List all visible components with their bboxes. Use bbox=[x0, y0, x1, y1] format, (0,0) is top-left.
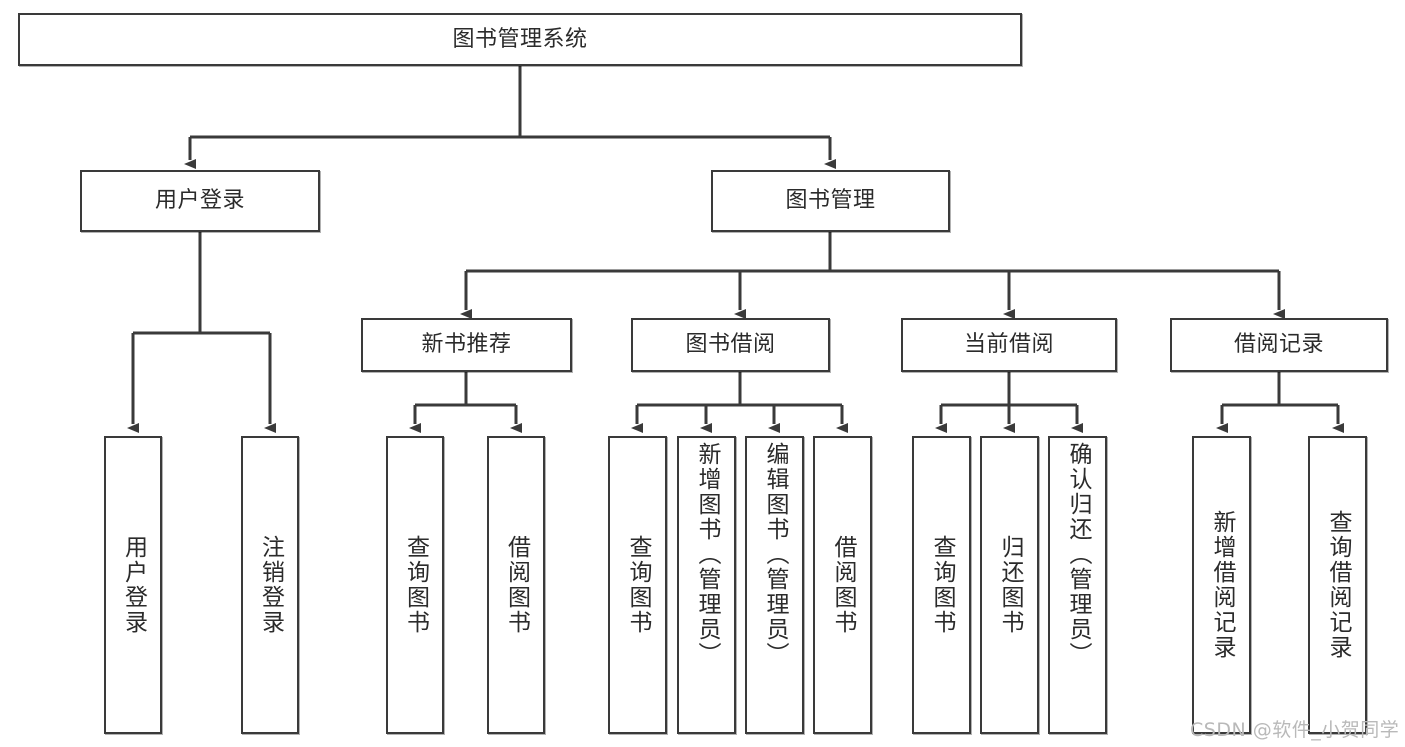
node-leaf-edit-book-admin[interactable]: 编辑图书（管理员） bbox=[745, 436, 804, 734]
node-user-login[interactable]: 用户登录 bbox=[80, 170, 320, 232]
node-book-borrow[interactable]: 图书借阅 bbox=[631, 318, 830, 372]
node-root-label: 图书管理系统 bbox=[452, 26, 588, 52]
node-new-book-recommend-label: 新书推荐 bbox=[421, 332, 512, 358]
node-current-borrow-label: 当前借阅 bbox=[963, 332, 1054, 358]
node-user-login-label: 用户登录 bbox=[154, 188, 245, 214]
node-new-book-recommend[interactable]: 新书推荐 bbox=[361, 318, 572, 372]
node-leaf-logout-label: 注销登录 bbox=[257, 535, 284, 635]
node-leaf-query-book-2[interactable]: 查询图书 bbox=[608, 436, 667, 734]
node-leaf-borrow-book-2[interactable]: 借阅图书 bbox=[813, 436, 872, 734]
node-book-borrow-label: 图书借阅 bbox=[685, 332, 776, 358]
node-leaf-borrow-book-1-label: 借阅图书 bbox=[503, 535, 530, 635]
node-book-management[interactable]: 图书管理 bbox=[711, 170, 950, 232]
node-leaf-query-book-3[interactable]: 查询图书 bbox=[912, 436, 971, 734]
node-leaf-return-book[interactable]: 归还图书 bbox=[980, 436, 1039, 734]
node-root[interactable]: 图书管理系统 bbox=[18, 13, 1022, 66]
node-leaf-confirm-return-admin-label: 确认归还（管理员） bbox=[1065, 442, 1091, 667]
node-leaf-add-borrow-record[interactable]: 新增借阅记录 bbox=[1192, 436, 1251, 734]
node-leaf-query-book-1-label: 查询图书 bbox=[402, 535, 429, 635]
node-leaf-query-book-2-label: 查询图书 bbox=[625, 535, 651, 635]
node-leaf-add-book-admin[interactable]: 新增图书（管理员） bbox=[677, 436, 736, 734]
node-leaf-add-book-admin-label: 新增图书（管理员） bbox=[694, 442, 720, 667]
node-leaf-return-book-label: 归还图书 bbox=[997, 535, 1023, 635]
node-leaf-logout[interactable]: 注销登录 bbox=[241, 436, 299, 734]
node-leaf-borrow-book-2-label: 借阅图书 bbox=[830, 535, 856, 635]
node-leaf-borrow-book-1[interactable]: 借阅图书 bbox=[487, 436, 545, 734]
node-leaf-edit-book-admin-label: 编辑图书（管理员） bbox=[762, 442, 788, 667]
node-leaf-query-borrow-record[interactable]: 查询借阅记录 bbox=[1308, 436, 1367, 734]
node-borrow-record[interactable]: 借阅记录 bbox=[1170, 318, 1388, 372]
node-leaf-user-login-label: 用户登录 bbox=[120, 535, 147, 635]
node-leaf-query-borrow-record-label: 查询借阅记录 bbox=[1325, 510, 1351, 660]
node-current-borrow[interactable]: 当前借阅 bbox=[901, 318, 1117, 372]
node-leaf-query-book-3-label: 查询图书 bbox=[929, 535, 955, 635]
csdn-watermark: CSDN @软件_小贺同学 bbox=[1190, 719, 1400, 741]
node-leaf-query-book-1[interactable]: 查询图书 bbox=[386, 436, 444, 734]
node-book-management-label: 图书管理 bbox=[785, 188, 876, 214]
node-borrow-record-label: 借阅记录 bbox=[1233, 332, 1324, 358]
node-leaf-add-borrow-record-label: 新增借阅记录 bbox=[1209, 510, 1235, 660]
node-leaf-user-login[interactable]: 用户登录 bbox=[104, 436, 162, 734]
node-leaf-confirm-return-admin[interactable]: 确认归还（管理员） bbox=[1048, 436, 1107, 734]
